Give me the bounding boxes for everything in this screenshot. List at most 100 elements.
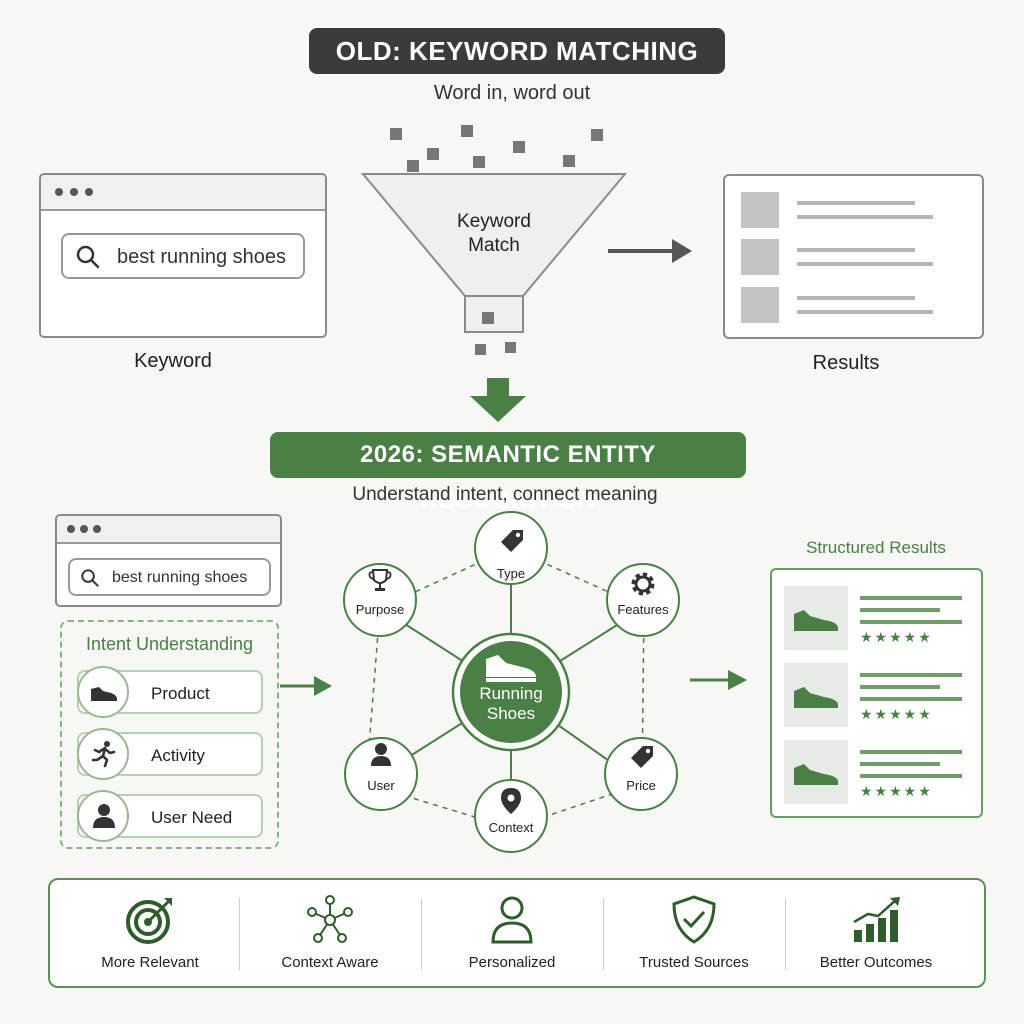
star-rating: ★★★★★ [860, 783, 933, 799]
growth-chart-icon [853, 897, 900, 942]
old-search-text: best running shoes [117, 246, 287, 268]
keyword-funnel: Keyword Match [360, 125, 628, 355]
new-subtitle: Understand intent, connect meaning [352, 484, 658, 505]
intent-label: Activity [151, 746, 205, 765]
result-thumbnail [741, 287, 779, 323]
user-icon [371, 743, 391, 766]
new-search-text: best running shoes [112, 569, 248, 586]
node-type: Type [474, 511, 548, 585]
intent-title: Intent Understanding [85, 634, 254, 654]
result-line [797, 296, 915, 300]
benefit-label: Better Outcomes [819, 954, 933, 971]
arrow-right-icon [690, 670, 747, 690]
star-rating: ★★★★★ [860, 629, 933, 645]
result-thumbnail [741, 192, 779, 228]
gear-icon [631, 572, 655, 596]
node-price: Price [604, 737, 678, 811]
runner-icon [91, 741, 116, 768]
trophy-icon [368, 569, 392, 591]
search-icon [81, 569, 99, 587]
result-line [797, 310, 933, 314]
benefit-label: Context Aware [281, 954, 379, 971]
intent-label: User Need [151, 808, 233, 827]
hub-label-2: Shoes [487, 704, 535, 723]
node-label: Context [489, 820, 534, 835]
result-line [860, 620, 962, 624]
entity-graph: Running Shoes Type Purpose Features [343, 511, 680, 853]
user-icon [93, 804, 115, 828]
window-dot [93, 525, 101, 533]
result-thumbnail [784, 740, 848, 804]
structured-results-title: Structured Results [806, 538, 946, 557]
benefit-better-outcomes: Better Outcomes [786, 880, 966, 986]
keyword-label: Keyword [134, 350, 212, 372]
window-dot [85, 188, 93, 196]
tag-icon [501, 530, 523, 552]
intent-icon-circle [77, 790, 129, 842]
result-line [860, 762, 940, 766]
node-label: User [367, 778, 395, 793]
result-line [797, 248, 915, 252]
node-features: Features [606, 563, 680, 637]
new-search-box[interactable]: best running shoes [68, 558, 271, 596]
benefit-trusted-sources: Trusted Sources [604, 880, 784, 986]
result-line [797, 201, 915, 205]
shoe-icon [794, 687, 838, 708]
network-icon [307, 895, 353, 943]
divider [239, 898, 240, 970]
result-line [860, 673, 962, 677]
node-label: Features [617, 602, 669, 617]
benefit-label: More Relevant [101, 954, 199, 971]
intent-understanding-panel: Intent Understanding Product Activity Us… [60, 620, 279, 849]
arrow-right-icon [608, 239, 692, 263]
intent-icon-circle [77, 728, 129, 780]
result-thumbnail [784, 663, 848, 727]
window-title-bar [41, 175, 325, 211]
intent-item-user-need: User Need [77, 790, 263, 842]
divider [421, 898, 422, 970]
star-rating: ★★★★★ [860, 706, 933, 722]
hub-circle [460, 641, 562, 743]
result-line [797, 215, 933, 219]
benefit-context-aware: Context Aware [240, 880, 420, 986]
window-title-bar [57, 516, 280, 544]
old-search-box[interactable]: best running shoes [61, 233, 305, 279]
results-label: Results [812, 352, 880, 374]
benefit-label: Personalized [468, 954, 556, 971]
new-search-window: best running shoes [55, 514, 282, 607]
shoe-icon [794, 764, 838, 785]
result-thumbnail [784, 586, 848, 650]
shoe-icon [486, 655, 536, 682]
result-line [860, 596, 962, 600]
hub-label-1: Running [479, 684, 542, 703]
intent-icon-circle [77, 666, 129, 718]
arrow-right-icon [280, 676, 332, 696]
old-subtitle: Word in, word out [433, 82, 591, 104]
falling-word-blocks [390, 125, 603, 172]
intent-label: Product [151, 684, 210, 703]
price-tag-icon [631, 746, 653, 768]
shoe-icon [91, 687, 117, 701]
benefit-more-relevant: More Relevant [60, 880, 240, 986]
shield-check-icon [672, 895, 716, 944]
divider [603, 898, 604, 970]
divider [785, 898, 786, 970]
old-search-window: best running shoes [39, 173, 327, 338]
result-line [860, 685, 940, 689]
intent-item-activity: Activity [77, 728, 263, 780]
window-dot [55, 188, 63, 196]
node-label: Type [497, 566, 525, 581]
window-dot [67, 525, 75, 533]
shoe-icon [794, 610, 838, 631]
person-icon [491, 896, 533, 944]
result-thumbnail [741, 239, 779, 275]
search-icon [76, 245, 100, 269]
intent-item-product: Product [77, 666, 263, 718]
result-line [860, 608, 940, 612]
node-user: User [344, 737, 418, 811]
arrow-down-icon [470, 378, 526, 422]
benefit-personalized: Personalized [422, 880, 602, 986]
node-label: Purpose [356, 602, 404, 617]
old-banner: OLD: KEYWORD MATCHING [309, 28, 725, 74]
node-label: Price [626, 778, 656, 793]
